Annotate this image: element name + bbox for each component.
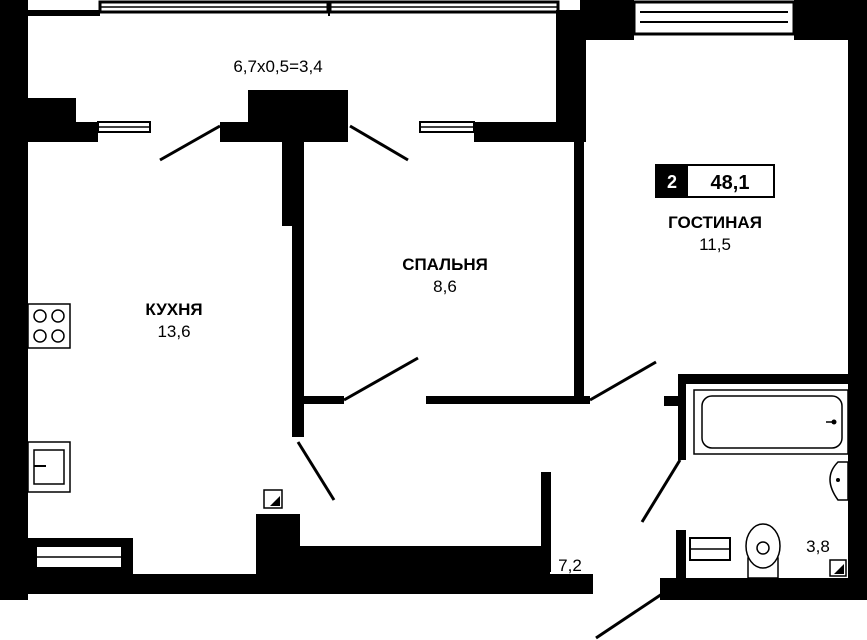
walls	[0, 20, 867, 600]
balcony-windows	[98, 0, 560, 14]
living-window	[580, 0, 867, 40]
bathroom-area: 3,8	[806, 537, 830, 556]
toilet-icon	[745, 523, 781, 579]
bedroom-area: 8,6	[433, 277, 457, 296]
interior-windows	[35, 121, 731, 569]
total-area: 48,1	[711, 172, 750, 194]
bathtub-icon	[693, 389, 849, 455]
washbasin-icon	[829, 461, 849, 501]
kitchen-sink-icon	[27, 441, 71, 493]
kitchen-area: 13,6	[157, 322, 190, 341]
bedroom-name: СПАЛЬНЯ	[402, 255, 488, 274]
stove-icon	[27, 303, 71, 349]
living-area: 11,5	[699, 235, 731, 254]
doors	[159, 124, 682, 640]
apartment-badge: 2 48,1	[655, 164, 775, 198]
hall-area: 7,2	[558, 556, 582, 575]
living-name: ГОСТИНАЯ	[668, 213, 762, 232]
rooms-count: 2	[667, 172, 677, 192]
balcony-area: 6,7х0,5=3,4	[233, 57, 322, 76]
kitchen-name: КУХНЯ	[145, 300, 202, 319]
vent-icon	[263, 489, 847, 577]
balcony-walls	[0, 0, 580, 600]
